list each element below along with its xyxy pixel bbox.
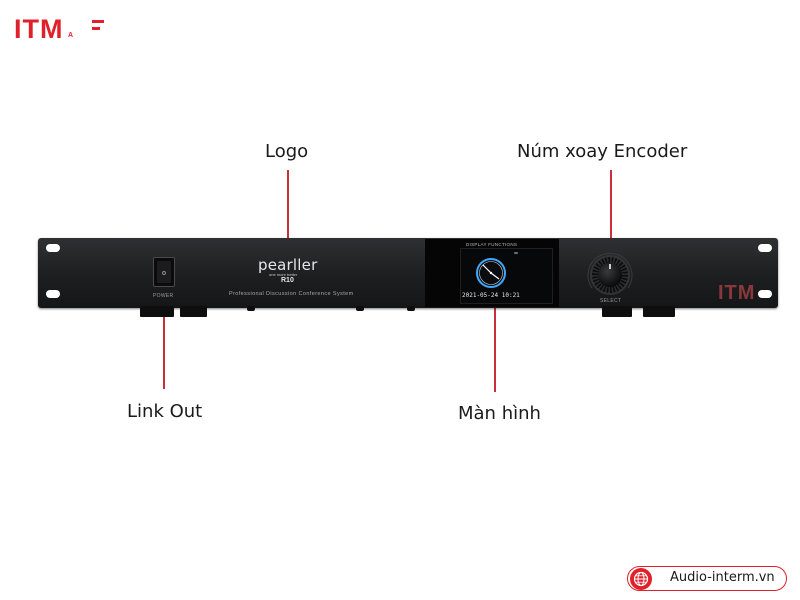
- rack-ear-hole: [758, 290, 772, 298]
- rack-ear-hole: [758, 244, 772, 252]
- globe-icon: [633, 571, 649, 587]
- connector-port: [180, 306, 207, 317]
- connector-port: [602, 306, 632, 317]
- encoder-ring-icon: [587, 252, 633, 289]
- callout-link-out-line: [163, 297, 165, 389]
- callout-screen-label: Màn hình: [458, 403, 541, 424]
- device-foot: [407, 306, 415, 311]
- select-label: SELECT: [600, 298, 622, 304]
- power-symbol-icon: [162, 271, 166, 275]
- connector-port: [643, 306, 675, 317]
- power-switch-rocker: [157, 261, 171, 283]
- callout-screen-line: [494, 304, 496, 392]
- device-system-label: Professional Discussion Conference Syste…: [229, 291, 354, 297]
- display-datetime: 2021-05-24 10:21: [462, 292, 520, 299]
- watermark-logo: ITM: [718, 282, 756, 304]
- site-badge[interactable]: [627, 566, 787, 591]
- brand-logo: ITM A: [14, 14, 104, 46]
- rack-ear-hole: [46, 244, 60, 252]
- power-switch[interactable]: [153, 257, 175, 287]
- device-tagline: one more better: [269, 272, 298, 277]
- encoder-knob-marker: [609, 264, 611, 269]
- connector-port: [140, 306, 174, 317]
- device-model: R10: [281, 277, 294, 284]
- callout-encoder-label: Núm xoay Encoder: [517, 141, 688, 162]
- device-logo: pearller: [258, 256, 318, 274]
- callout-logo-line: [287, 170, 289, 260]
- power-label: POWER: [153, 293, 174, 299]
- device-foot: [247, 306, 255, 311]
- device-front-panel: [38, 238, 778, 308]
- brand-dashes-icon: [92, 20, 104, 34]
- clock-icon: [476, 258, 506, 288]
- rack-ear-hole: [46, 290, 60, 298]
- display-screen: [460, 248, 553, 304]
- display-title: DISPLAY FUNCTIONS: [466, 242, 518, 247]
- callout-logo-label: Logo: [265, 141, 309, 162]
- callout-link-out-label: Link Out: [127, 401, 203, 422]
- callout-encoder-line: [610, 170, 612, 258]
- site-link[interactable]: Audio-interm.vn: [670, 570, 775, 585]
- brand-logo-text: ITM: [14, 14, 64, 44]
- display-indicator: [514, 252, 518, 254]
- device-foot: [356, 306, 364, 311]
- brand-logo-mark: A: [68, 32, 74, 39]
